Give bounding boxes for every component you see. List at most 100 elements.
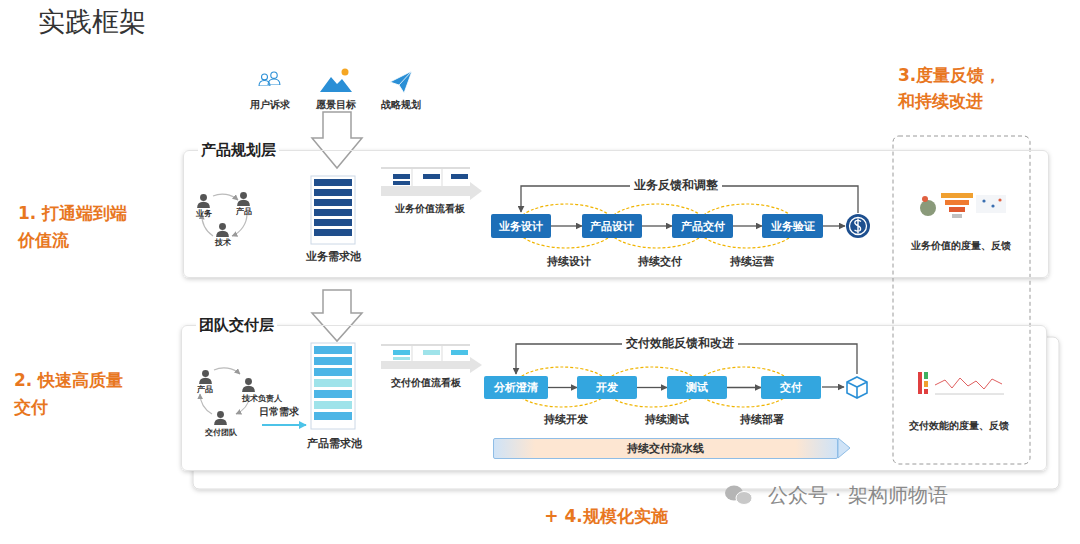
feedback-loop xyxy=(516,186,858,387)
watermark-icon xyxy=(736,492,752,505)
requirement-pool xyxy=(314,412,352,420)
requirement-pool xyxy=(314,219,352,226)
role-icon xyxy=(232,214,247,236)
process-box: 测试 xyxy=(667,376,727,399)
stage-label: 持续测试 xyxy=(645,413,689,426)
role-label: 产品 xyxy=(197,385,213,395)
role-icon xyxy=(213,194,238,200)
role-icon xyxy=(197,194,210,208)
role-label: 业务 xyxy=(196,209,212,219)
stage-label: 持续交付 xyxy=(638,255,682,268)
requirement-pool xyxy=(314,199,352,206)
box-label: 测试 xyxy=(686,380,708,395)
kanban-board xyxy=(451,174,468,179)
role-icon xyxy=(199,370,212,384)
stage-label: 持续设计 xyxy=(547,255,591,268)
metric-chart xyxy=(991,204,994,207)
feedback-loop xyxy=(822,386,844,387)
top-icon xyxy=(259,69,412,94)
outcome-icon xyxy=(847,377,867,398)
box-label: 产品设计 xyxy=(590,219,634,234)
requirement-pool xyxy=(311,176,355,244)
role-icon xyxy=(237,192,250,206)
role-icon xyxy=(216,223,229,237)
requirement-pool xyxy=(314,189,352,196)
kanban-board xyxy=(381,168,470,169)
requirement-pool xyxy=(314,368,352,376)
role-label: 技术 xyxy=(215,238,231,248)
board-label: 交付价值流看板 xyxy=(391,377,461,389)
section-callout: 3.度量反馈，和持续改进 xyxy=(898,62,1014,115)
flow-arrow xyxy=(551,225,582,226)
metric-chart xyxy=(945,200,969,205)
layer-heading: 产品规划层 xyxy=(198,141,279,160)
flow-arrow xyxy=(727,387,761,388)
section-callout: + 4.规模化实施 xyxy=(544,506,667,526)
box-label: 产品交付 xyxy=(681,219,725,234)
requirement-pool xyxy=(314,379,352,387)
loop-label: 业务反馈和调整 xyxy=(630,178,722,192)
pipeline-tip xyxy=(838,438,850,458)
metric-chart xyxy=(941,193,973,198)
watermark-icon xyxy=(725,486,752,505)
box-label: 持续交付流水线 xyxy=(627,441,704,456)
metric-chart xyxy=(935,394,1004,395)
outcome-icon xyxy=(846,214,870,238)
kanban-board xyxy=(423,174,440,179)
metric-frame xyxy=(893,136,1030,464)
pipeline-band: 持续交付流水线 xyxy=(493,438,838,459)
layer-panel xyxy=(181,150,1059,489)
kanban-board xyxy=(393,174,410,179)
top-icon xyxy=(342,69,349,76)
top-icon xyxy=(390,71,412,93)
pool-label: 产品需求池 xyxy=(307,437,362,450)
metric-chart xyxy=(922,196,928,202)
requirement-pool xyxy=(314,179,352,186)
icon-caption: 战略规划 xyxy=(381,99,421,111)
feedback-loop xyxy=(823,225,845,226)
role-icon xyxy=(242,378,255,392)
outcome-icon xyxy=(855,219,862,234)
kanban-board xyxy=(381,182,482,200)
box-label: 开发 xyxy=(596,380,618,395)
icon-caption: 愿景目标 xyxy=(316,99,356,111)
metric-chart xyxy=(976,195,1006,213)
metric-chart xyxy=(924,389,928,394)
requirement-pool xyxy=(314,209,352,216)
metric-chart xyxy=(982,199,985,202)
kanban-board xyxy=(381,168,482,373)
watermark: 公众号 · 架构师物语 xyxy=(768,483,947,507)
flow-arrow xyxy=(642,225,672,226)
role-label: 产品 xyxy=(236,207,252,217)
role-icon xyxy=(214,368,240,374)
metric-chart xyxy=(918,372,922,394)
kanban-board xyxy=(423,350,440,355)
kanban-board xyxy=(442,168,443,186)
requirement-pool xyxy=(314,346,352,354)
metric-frame xyxy=(893,136,1030,464)
metric-chart xyxy=(935,378,1002,389)
layer-panel xyxy=(181,325,1047,471)
layer-heading: 团队交付层 xyxy=(196,316,277,335)
box-label: 分析澄清 xyxy=(494,380,538,395)
role-icon xyxy=(197,192,306,425)
metric-chart xyxy=(924,381,928,387)
down-arrow xyxy=(312,112,362,341)
requirement-pool xyxy=(314,390,352,398)
stage-label: 持续部署 xyxy=(740,413,784,426)
top-icon xyxy=(268,72,280,85)
loop-label: 交付效能反馈和改进 xyxy=(622,336,738,350)
kanban-board xyxy=(393,350,410,355)
stage-label: 持续运营 xyxy=(730,255,774,268)
board-label: 业务价值流看板 xyxy=(395,203,465,215)
requirement-pool xyxy=(314,357,352,365)
requirement-pool xyxy=(311,343,355,429)
box-label: 业务设计 xyxy=(499,219,543,234)
metric-chart xyxy=(998,198,1001,201)
metric-chart xyxy=(920,200,936,216)
flow-arrow xyxy=(637,387,667,388)
process-box: 开发 xyxy=(577,376,637,399)
section-callout: 1. 打通端到端价值流 xyxy=(18,200,138,254)
down-arrow xyxy=(312,290,362,341)
